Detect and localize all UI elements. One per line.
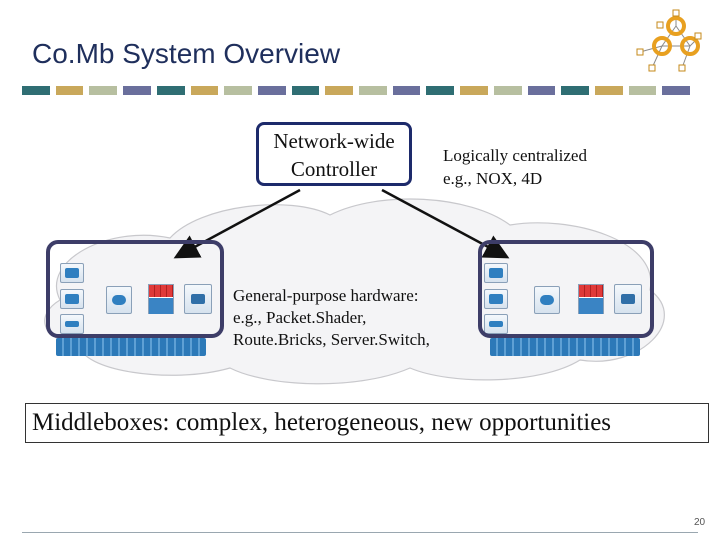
controller-label-line2: Controller xyxy=(290,157,378,181)
logical-centralization-note: Logically centralized e.g., NOX, 4D xyxy=(443,144,587,190)
stripe-segment xyxy=(561,86,589,95)
switch-icon xyxy=(614,284,642,314)
stripe-segment xyxy=(527,86,556,95)
firewall-icon xyxy=(578,284,604,314)
right-hardware-cluster xyxy=(478,240,654,338)
network-controller-box: Network-wide Controller xyxy=(256,122,412,186)
stripe-segment xyxy=(359,86,387,95)
server-icon xyxy=(60,314,84,334)
stripe-segment xyxy=(291,86,320,95)
server-rack-icon xyxy=(490,338,640,356)
hardware-note: General-purpose hardware: e.g., Packet.S… xyxy=(233,285,430,351)
arrow-to-left-cluster xyxy=(173,188,301,259)
network-graph-logo-icon xyxy=(636,9,702,72)
stripe-segment xyxy=(594,86,623,95)
page-number: 20 xyxy=(694,517,706,528)
logical-note-line1: Logically centralized xyxy=(443,146,587,165)
server-icon xyxy=(484,314,508,334)
slide-title: Co.Mb System Overview xyxy=(32,38,341,69)
stripe-segment xyxy=(392,86,421,95)
title-divider-stripe xyxy=(22,86,691,95)
stripe-segment xyxy=(123,86,151,95)
stripe-segment xyxy=(662,86,691,95)
stripe-segment xyxy=(190,86,219,95)
stripe-segment xyxy=(628,86,657,95)
firewall-icon xyxy=(148,284,174,314)
stripe-segment xyxy=(89,86,118,95)
hardware-note-line2: e.g., Packet.Shader, xyxy=(233,308,367,327)
middlebox-banner: Middleboxes: complex, heterogeneous, new… xyxy=(25,403,709,443)
switch-icon xyxy=(534,286,560,314)
switch-icon xyxy=(106,286,132,314)
stripe-segment xyxy=(493,86,522,95)
stripe-segment xyxy=(156,86,185,95)
router-icon xyxy=(484,289,508,309)
stripe-segment xyxy=(460,86,488,95)
router-icon xyxy=(60,289,84,309)
hardware-note-line1: General-purpose hardware: xyxy=(233,286,419,305)
router-icon xyxy=(484,263,508,283)
controller-label-line1: Network-wide xyxy=(273,129,395,153)
router-icon xyxy=(60,263,84,283)
server-rack-icon xyxy=(56,338,206,356)
footer-divider xyxy=(22,532,698,533)
left-hardware-cluster xyxy=(46,240,224,338)
stripe-segment xyxy=(55,86,84,95)
stripe-segment xyxy=(224,86,252,95)
stripe-segment xyxy=(426,86,455,95)
hardware-note-line3: Route.Bricks, Server.Switch, xyxy=(233,330,430,349)
switch-icon xyxy=(184,284,212,314)
stripe-segment xyxy=(325,86,354,95)
logical-note-line2: e.g., NOX, 4D xyxy=(443,169,543,188)
stripe-segment xyxy=(22,86,50,95)
stripe-segment xyxy=(257,86,286,95)
